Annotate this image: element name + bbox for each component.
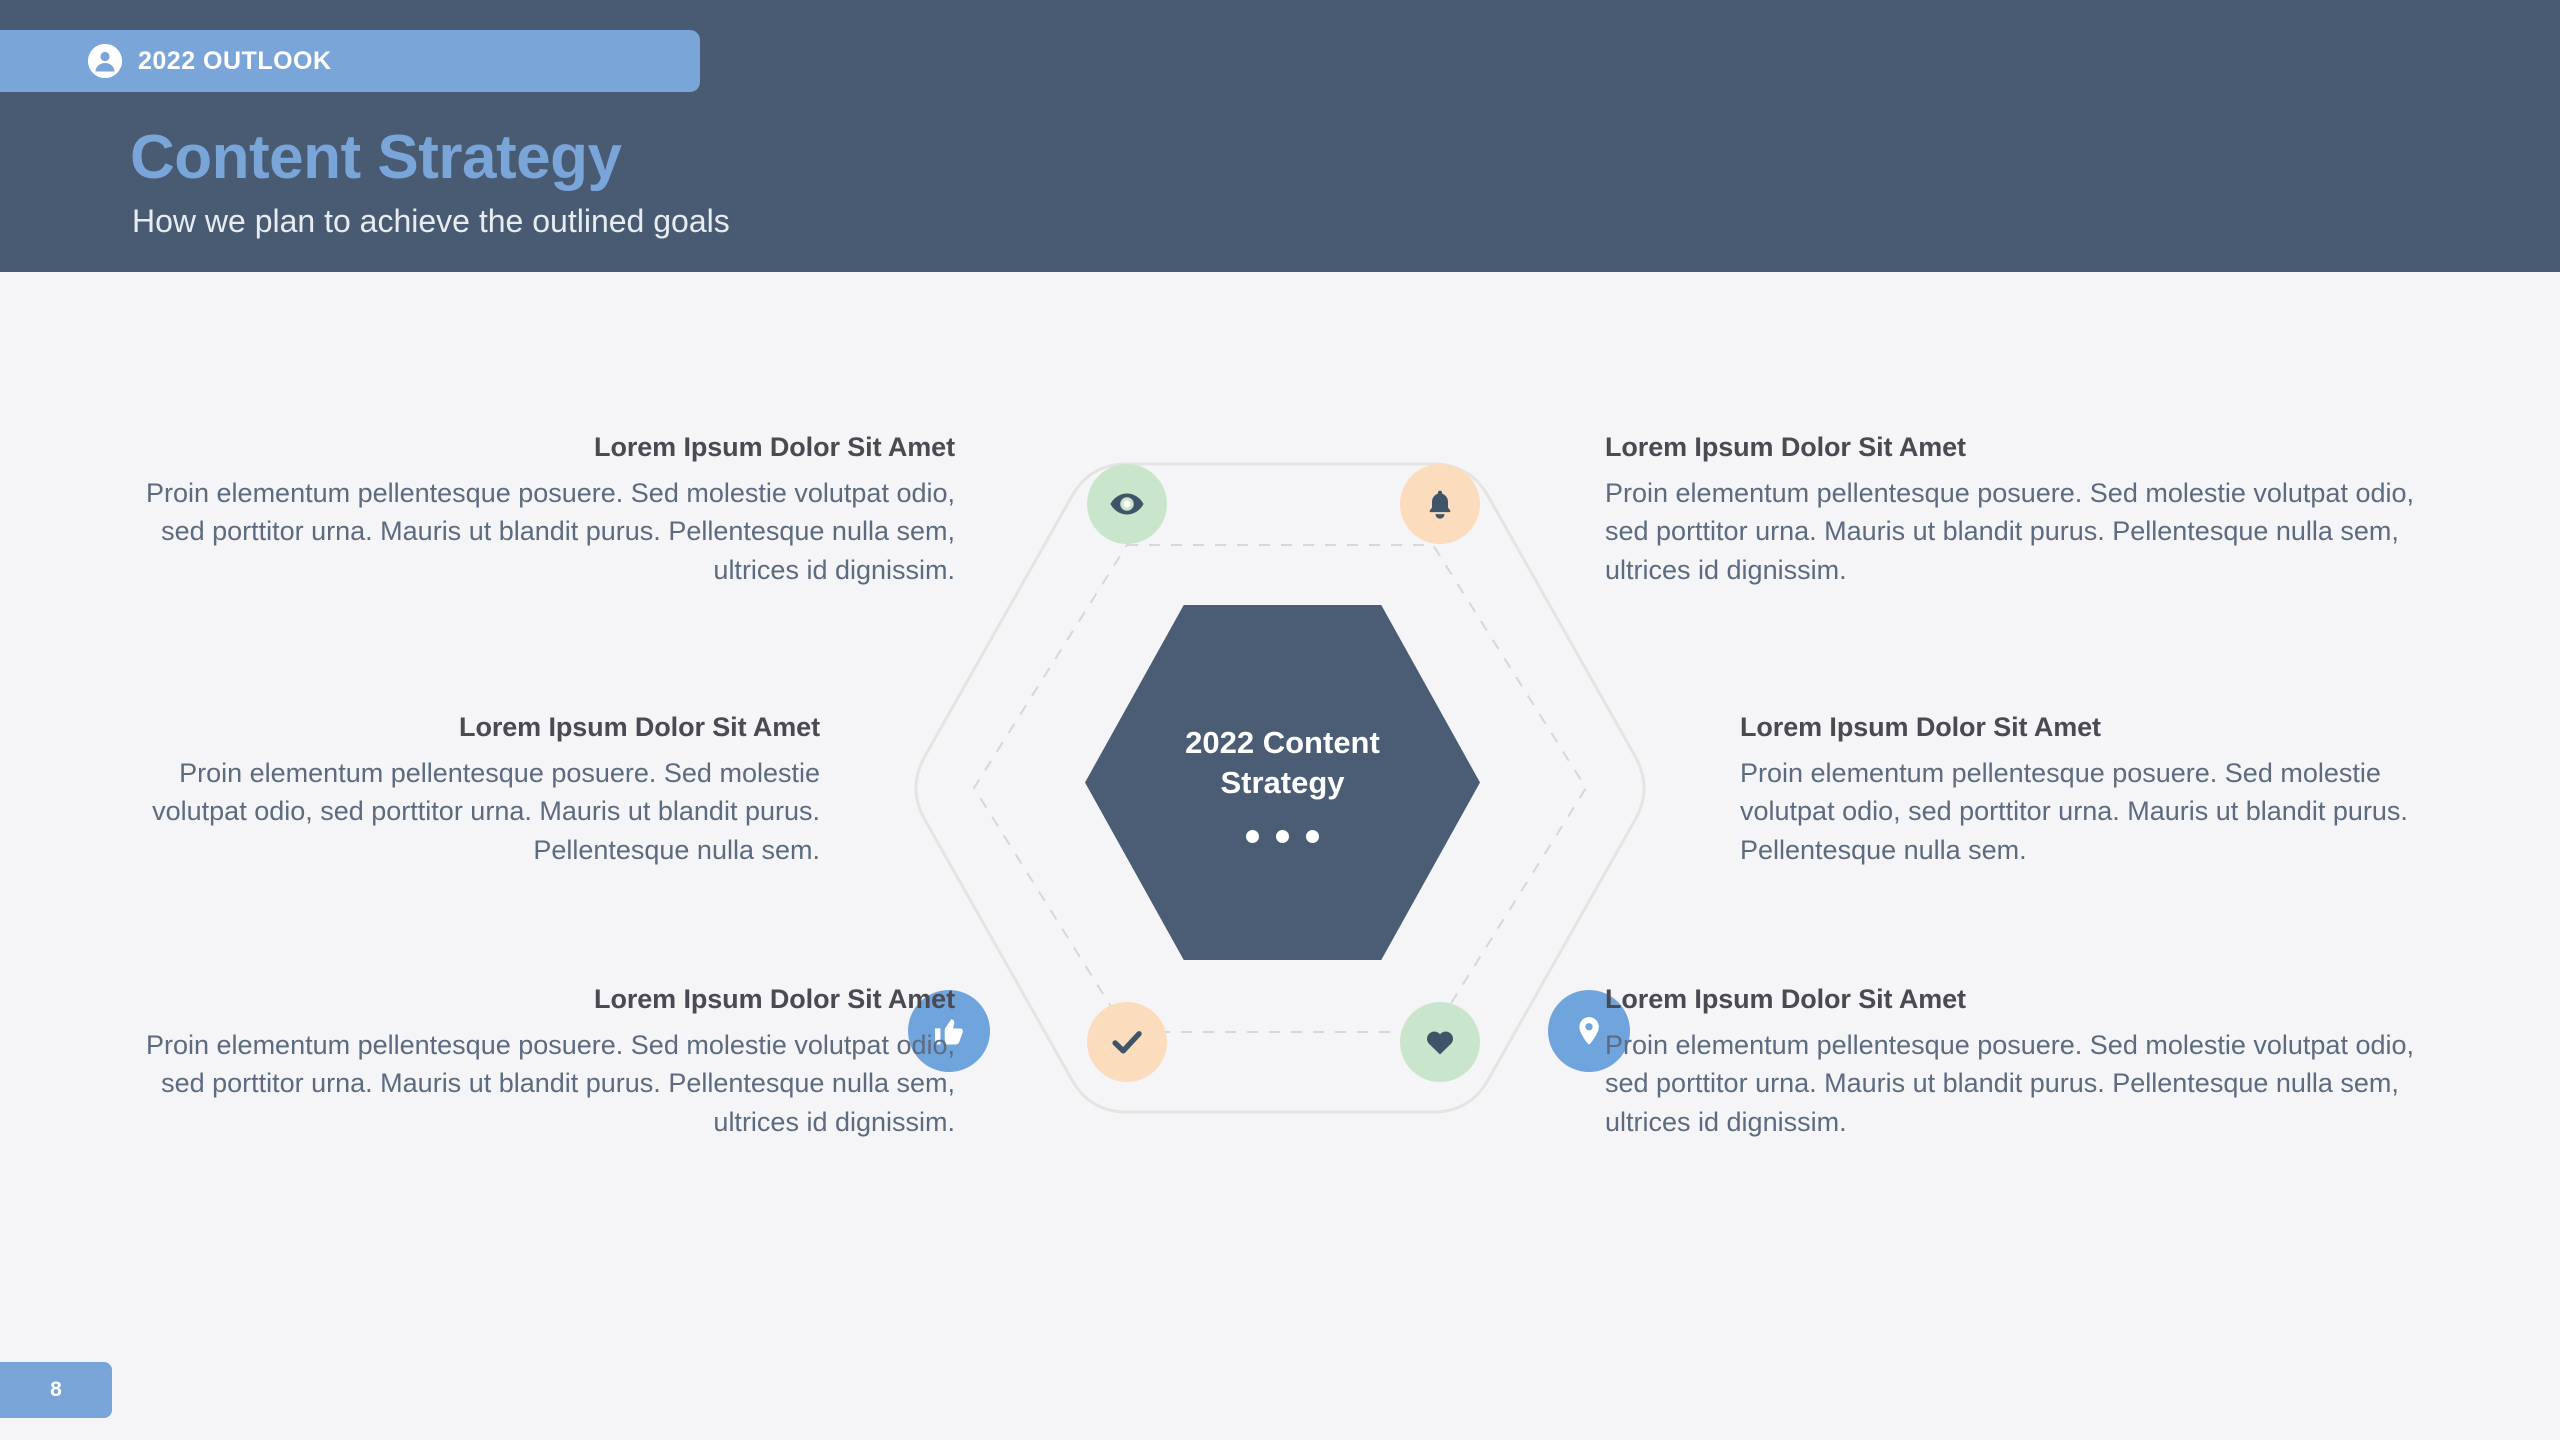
dot-1 (1246, 830, 1259, 843)
page-title: Content Strategy (130, 123, 622, 192)
eyebrow-label: 2022 OUTLOOK (138, 46, 332, 75)
text-block-bottom-left: Lorem Ipsum Dolor Sit Amet Proin element… (130, 984, 955, 1141)
text-block-body: Proin elementum pellentesque posuere. Se… (1605, 478, 2414, 585)
center-label-line2: Strategy (1220, 764, 1345, 800)
text-block-heading: Lorem Ipsum Dolor Sit Amet (1605, 432, 1966, 462)
center-label-line1: 2022 Content (1185, 725, 1380, 760)
node-bottom-right[interactable] (1400, 1002, 1480, 1082)
check-icon (1108, 1023, 1146, 1061)
text-block-body: Proin elementum pellentesque posuere. Se… (1605, 1030, 2414, 1137)
text-block-heading: Lorem Ipsum Dolor Sit Amet (594, 432, 955, 462)
page-number-badge: 8 (0, 1362, 112, 1418)
text-block-heading: Lorem Ipsum Dolor Sit Amet (459, 712, 820, 742)
slide-body: 2022 Content Strategy (0, 272, 2560, 1440)
page-subtitle: How we plan to achieve the outlined goal… (132, 203, 730, 239)
node-top-right[interactable] (1400, 464, 1480, 544)
text-block-body: Proin elementum pellentesque posuere. Se… (146, 478, 955, 585)
text-block-body: Proin elementum pellentesque posuere. Se… (146, 1030, 955, 1137)
eyebrow-tab: 2022 OUTLOOK (0, 30, 700, 92)
heart-icon (1423, 1025, 1457, 1059)
center-hexagon: 2022 Content Strategy (1085, 605, 1480, 960)
text-block-middle-left: Lorem Ipsum Dolor Sit Amet Proin element… (130, 712, 820, 869)
eye-icon (1109, 486, 1145, 522)
text-block-middle-right: Lorem Ipsum Dolor Sit Amet Proin element… (1740, 712, 2420, 869)
center-hexagon-shape (1085, 605, 1480, 960)
node-bottom-left[interactable] (1087, 1002, 1167, 1082)
node-top-left[interactable] (1087, 464, 1167, 544)
text-block-top-right: Lorem Ipsum Dolor Sit Amet Proin element… (1605, 432, 2415, 589)
thumbs-up-icon (930, 1012, 968, 1050)
node-middle-left[interactable] (908, 990, 990, 1072)
bell-icon (1424, 487, 1456, 521)
text-block-body: Proin elementum pellentesque posuere. Se… (152, 758, 820, 865)
text-block-heading: Lorem Ipsum Dolor Sit Amet (594, 984, 955, 1014)
dot-3 (1306, 830, 1319, 843)
text-block-heading: Lorem Ipsum Dolor Sit Amet (1740, 712, 2101, 742)
node-middle-right[interactable] (1548, 990, 1630, 1072)
center-hexagon-label: 2022 Content Strategy (1085, 723, 1480, 802)
center-dots (1085, 830, 1480, 843)
text-block-heading: Lorem Ipsum Dolor Sit Amet (1605, 984, 1966, 1014)
user-circle-icon (88, 44, 122, 78)
dot-2 (1276, 830, 1289, 843)
slide-header: 2022 OUTLOOK Content Strategy How we pla… (0, 0, 2560, 272)
text-block-bottom-right: Lorem Ipsum Dolor Sit Amet Proin element… (1605, 984, 2415, 1141)
text-block-body: Proin elementum pellentesque posuere. Se… (1740, 758, 2408, 865)
map-pin-icon (1572, 1014, 1606, 1048)
text-block-top-left: Lorem Ipsum Dolor Sit Amet Proin element… (130, 432, 955, 589)
